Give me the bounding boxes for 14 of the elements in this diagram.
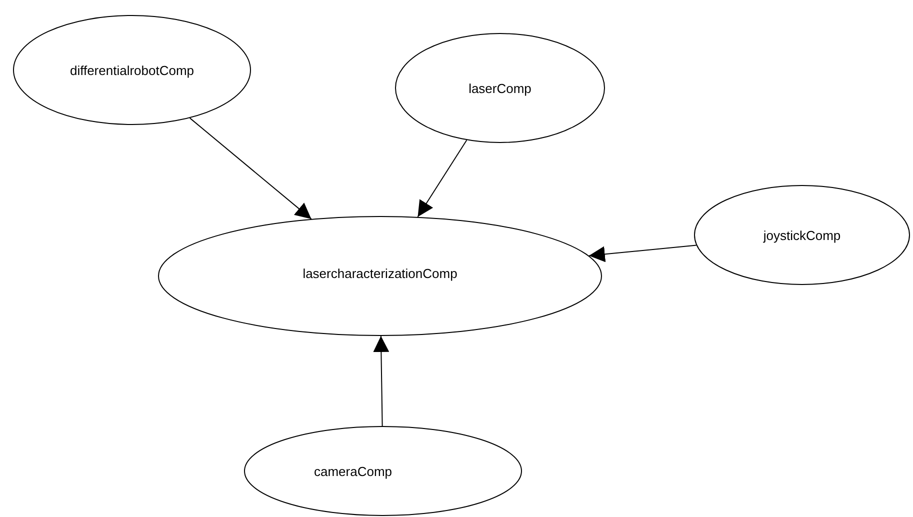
node-label: cameraComp xyxy=(314,464,392,478)
arrow xyxy=(373,336,390,426)
ellipse-node xyxy=(395,33,605,143)
arrow xyxy=(417,140,468,218)
ellipse-node xyxy=(13,15,251,125)
ellipse-node xyxy=(694,185,910,285)
arrow xyxy=(588,244,697,262)
node-label: lasercharacterizationComp xyxy=(302,266,458,280)
ellipse-node xyxy=(158,216,602,336)
node-label: laserComp xyxy=(468,80,532,96)
ellipse-node xyxy=(244,426,522,516)
node-label: joystickComp xyxy=(763,228,841,242)
node-label: differentialrobotComp xyxy=(70,62,194,78)
arrow xyxy=(189,118,312,220)
